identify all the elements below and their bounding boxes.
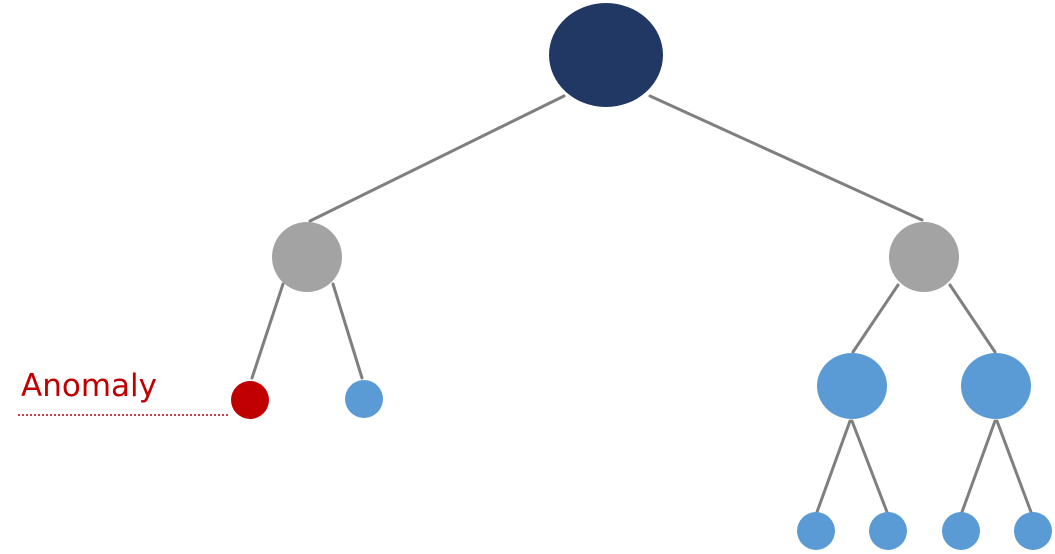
- tree-edges: [250, 94, 1033, 514]
- internal-node-right: [889, 222, 959, 292]
- edge-mid-right-leaf-2: [995, 419, 1033, 514]
- internal-node-mid-left: [817, 353, 887, 419]
- leaf-node: [869, 512, 907, 550]
- edge-right-mid-right: [948, 283, 997, 354]
- leaf-node: [1014, 512, 1052, 550]
- edge-root-right: [648, 94, 924, 222]
- anomaly-node: [231, 381, 269, 419]
- edge-left-leaf: [331, 282, 364, 380]
- leaf-node: [345, 380, 383, 418]
- edge-mid-left-leaf-2: [850, 419, 889, 514]
- internal-node-mid-right: [961, 353, 1031, 419]
- leaf-node: [942, 512, 980, 550]
- edge-mid-right-leaf-1: [960, 419, 997, 514]
- anomaly-annotation: Anomaly: [18, 368, 230, 416]
- edge-root-left: [308, 94, 566, 223]
- root-node: [549, 3, 663, 107]
- edge-right-mid-left: [851, 283, 900, 354]
- edge-mid-left-leaf-1: [815, 419, 852, 514]
- internal-node-left: [272, 222, 342, 292]
- leaf-node: [797, 512, 835, 550]
- edge-left-anomaly: [250, 282, 285, 380]
- anomaly-label: Anomaly: [21, 368, 157, 404]
- tree-nodes: [231, 3, 1052, 550]
